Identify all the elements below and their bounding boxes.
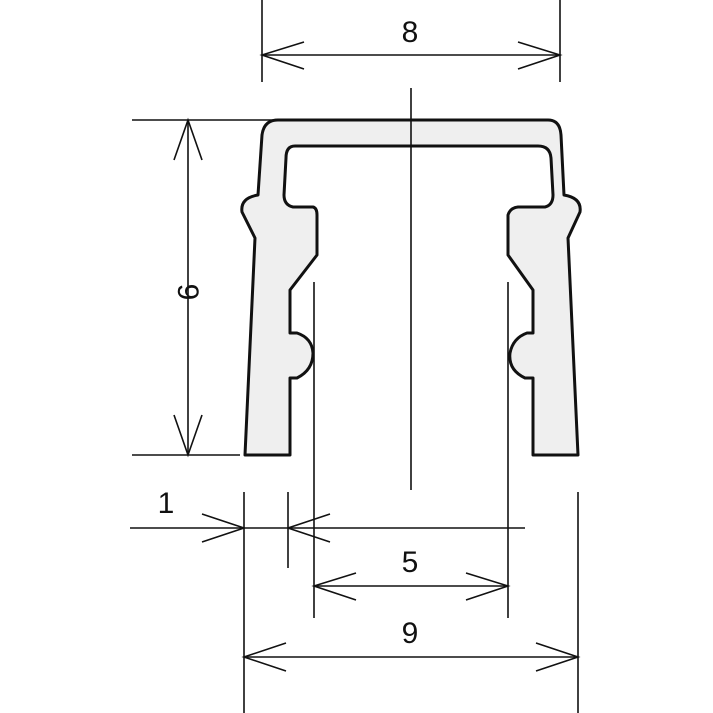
dimension-label-wall-thickness: 1 — [158, 487, 175, 520]
dimension-top-width: 8 — [259, 0, 563, 82]
dimension-label-inner-gap: 5 — [402, 546, 419, 579]
dimension-label-bottom-width: 9 — [402, 617, 419, 650]
dimension-height: 9 — [132, 117, 278, 458]
dimension-bottom-width: 9 — [241, 492, 581, 713]
dimension-label-top-width: 8 — [402, 16, 419, 49]
dimension-inner-gap: 5 — [311, 282, 511, 618]
channel-profile — [240, 118, 582, 457]
dimension-wall-thickness: 1 — [130, 487, 525, 713]
dimension-label-height: 9 — [171, 284, 204, 301]
